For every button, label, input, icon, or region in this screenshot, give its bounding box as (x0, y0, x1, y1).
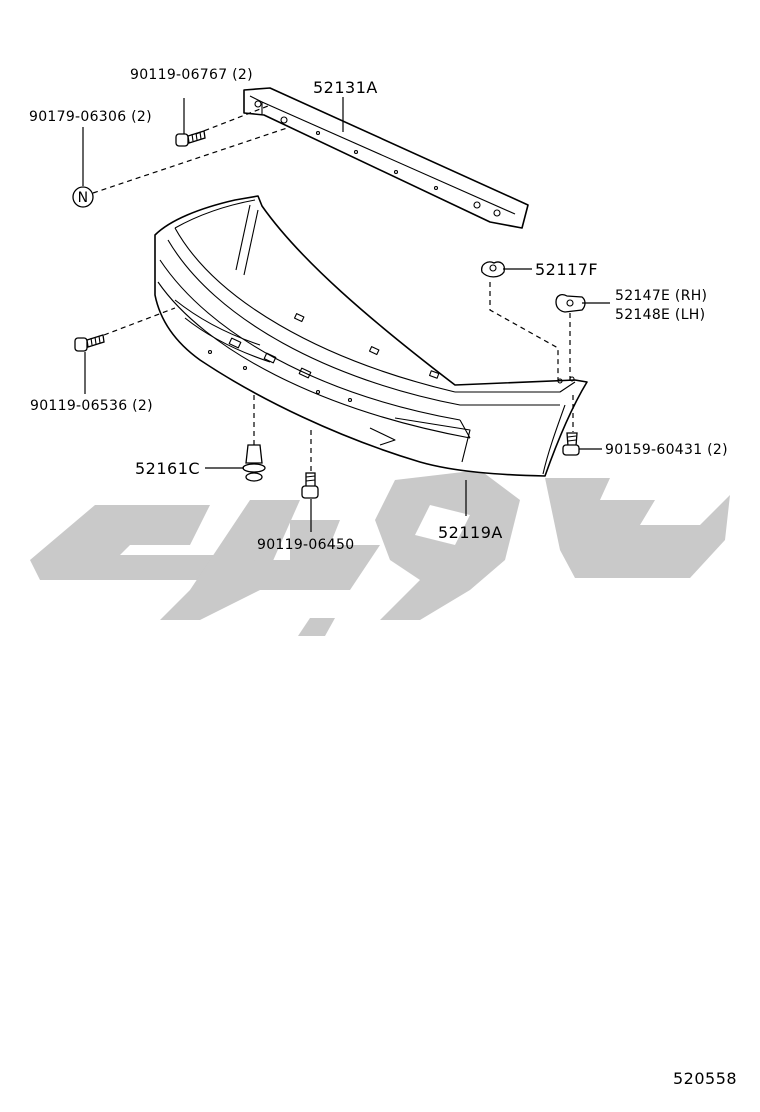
label-support-lh: 52148E (LH) (615, 307, 705, 323)
label-bolt-bottom: 90119-06450 (257, 537, 354, 553)
screw-right-icon (562, 432, 580, 456)
bolt-side-icon (74, 334, 105, 352)
dashed-guides (92, 105, 574, 472)
label-reinforcement: 52131A (313, 78, 378, 97)
diagram-number: 520558 (673, 1069, 737, 1088)
label-support-rh: 52147E (RH) (615, 288, 707, 304)
reinforcement-part (243, 87, 529, 229)
label-bolt-top: 90119-06767 (2) (130, 67, 253, 83)
label-bumper-cover: 52119A (438, 523, 503, 542)
label-nut: 90179-06306 (2) (29, 109, 152, 125)
retainer-top-icon (481, 261, 506, 278)
label-clip: 52161C (135, 459, 200, 478)
bumper-cover-part (154, 195, 588, 477)
label-retainer-top: 52117F (535, 260, 598, 279)
watermark-logo (30, 470, 730, 636)
label-screw-right: 90159-60431 (2) (605, 442, 728, 458)
bolt-bottom-icon (301, 472, 319, 499)
nut-symbol-icon: N (72, 186, 94, 208)
clip-icon (242, 444, 266, 482)
bolt-top-icon (175, 130, 206, 147)
label-bolt-side: 90119-06536 (2) (30, 398, 153, 414)
nut-symbol-text: N (78, 190, 89, 206)
support-bracket-icon (555, 294, 586, 313)
leader-lines (82, 97, 610, 532)
